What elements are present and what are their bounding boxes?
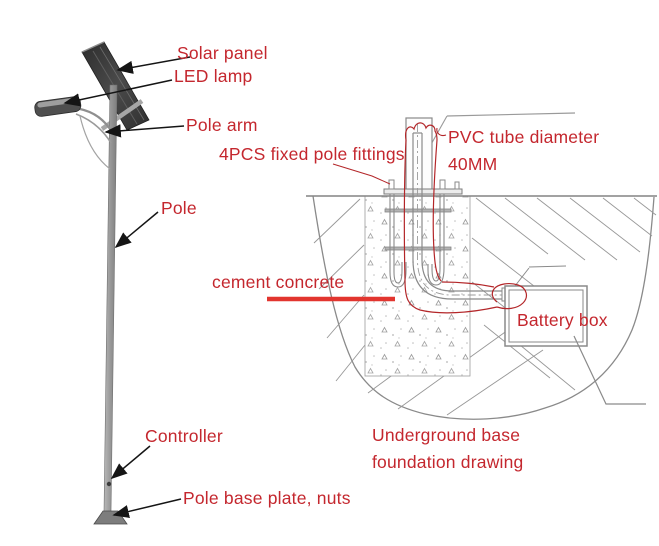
stub-base-plate xyxy=(383,188,463,195)
pit-outline xyxy=(312,195,655,420)
street-light-figure xyxy=(34,41,191,525)
pvc-label-line2: 40MM xyxy=(448,154,498,174)
battery-box-leader xyxy=(573,335,646,405)
pole-graphic xyxy=(103,84,118,513)
foundation-figure xyxy=(267,112,657,420)
arrow-led-lamp xyxy=(63,79,173,107)
fittings-leader xyxy=(332,163,391,185)
pole-arm-graphic xyxy=(73,106,113,170)
pvc-red-trace xyxy=(403,122,528,314)
arrow-pole-arm xyxy=(104,124,185,138)
led-lamp-label: LED lamp xyxy=(174,66,253,86)
pvc-tube xyxy=(412,132,516,300)
arrow-controller xyxy=(110,445,151,480)
anchor-bolt-tops xyxy=(388,179,460,190)
controller-graphic xyxy=(106,481,112,487)
tie-bars xyxy=(384,208,452,251)
top-reference-line xyxy=(446,112,576,117)
controller-label: Controller xyxy=(145,426,223,446)
led-lamp-graphic xyxy=(34,96,82,117)
pole-stub xyxy=(405,117,433,195)
arrow-pole xyxy=(114,211,159,249)
pvc-label-line1: PVC tube diameter xyxy=(448,127,600,147)
solar-panel-label: Solar panel xyxy=(177,43,268,63)
fittings-label: 4PCS fixed pole fittings xyxy=(219,144,405,164)
pvc-label: PVC tube diameter 40MM xyxy=(448,124,599,178)
caption-line1: Underground base xyxy=(372,425,521,445)
battery-box-label: Battery box xyxy=(517,310,608,330)
caption-line2: foundation drawing xyxy=(372,452,524,472)
pvc-label-leader xyxy=(436,127,447,137)
pole-base-label: Pole base plate, nuts xyxy=(183,488,351,508)
pole-arm-label: Pole arm xyxy=(186,115,258,135)
pole-label: Pole xyxy=(161,198,197,218)
arrow-pole-base xyxy=(112,498,182,518)
arrow-solar-panel xyxy=(116,56,191,74)
foundation-caption: Underground base foundation drawing xyxy=(372,422,524,476)
pvc-centerline xyxy=(417,124,520,296)
cement-label: cement concrete xyxy=(212,272,345,292)
battery-box-graphic xyxy=(504,265,588,347)
anchor-bolts xyxy=(389,194,445,288)
